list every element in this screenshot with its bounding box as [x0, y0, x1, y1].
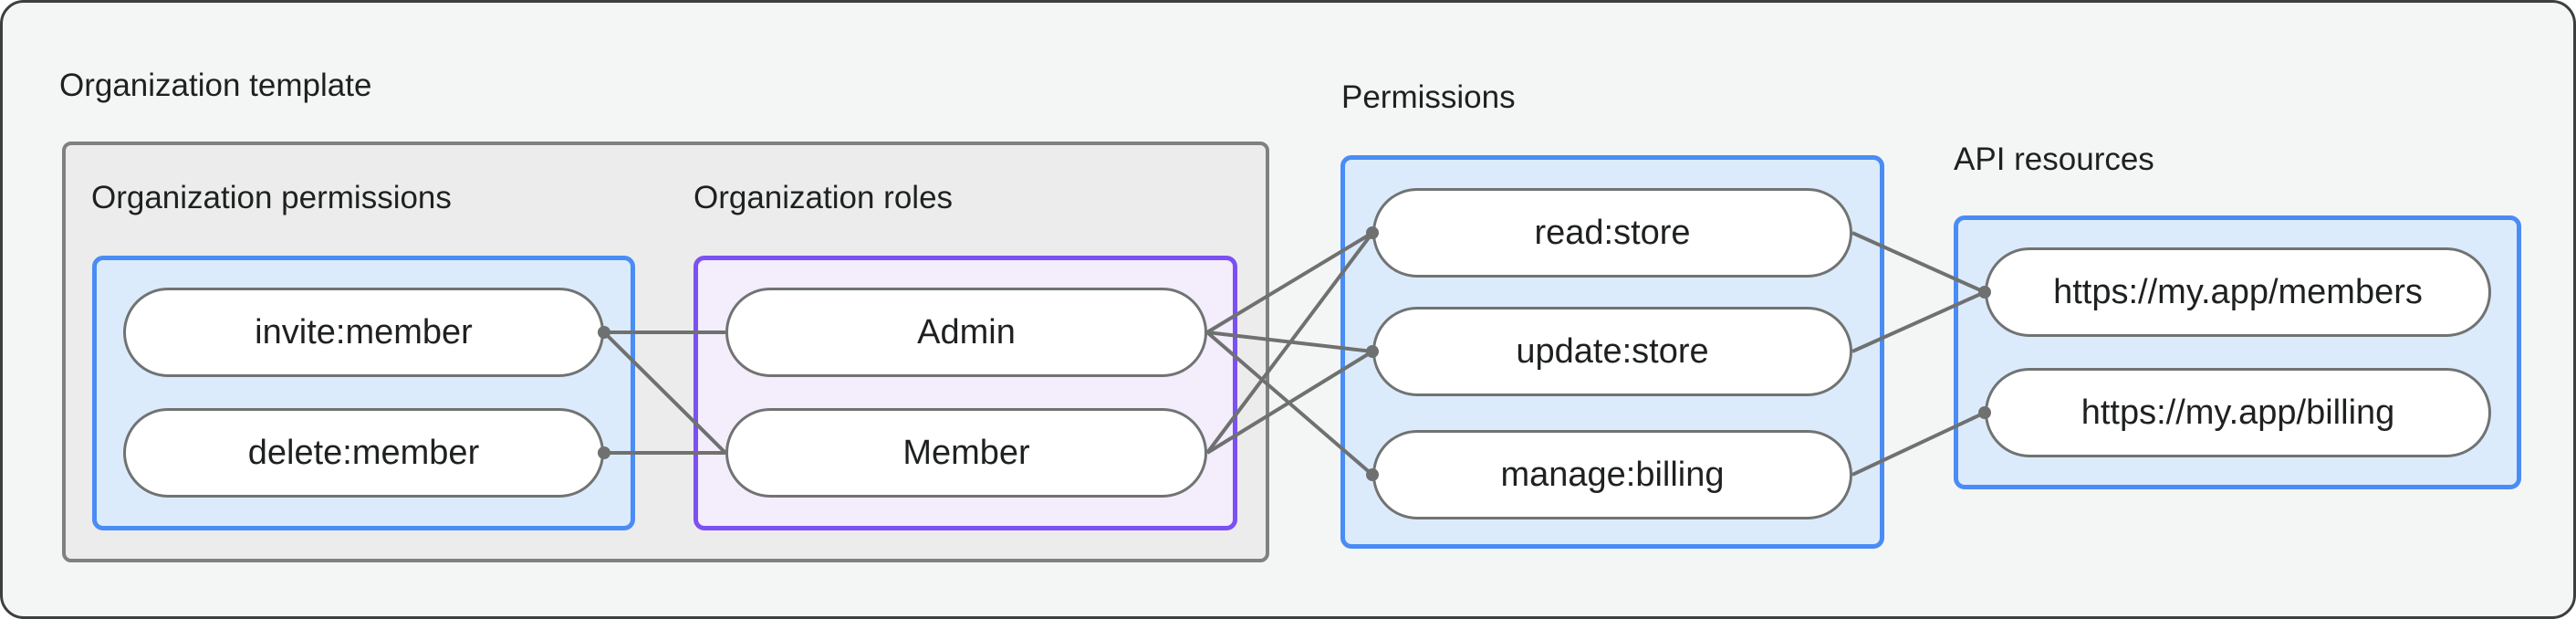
- permissions-label: Permissions: [1341, 79, 1516, 115]
- node-admin: Admin: [725, 288, 1207, 377]
- node-billing-resource: https://my.app/billing: [1985, 368, 2491, 457]
- org-permissions-box: invite:member delete:member: [92, 256, 635, 530]
- permissions-box: read:store update:store manage:billing: [1340, 155, 1884, 549]
- org-template-label: Organization template: [59, 68, 372, 103]
- node-delete-member: delete:member: [123, 408, 604, 498]
- node-manage-billing: manage:billing: [1372, 430, 1852, 519]
- node-member: Member: [725, 408, 1207, 498]
- node-update-store: update:store: [1372, 307, 1852, 396]
- org-roles-box: Admin Member: [694, 256, 1237, 530]
- node-invite-member: invite:member: [123, 288, 604, 377]
- api-resources-box: https://my.app/members https://my.app/bi…: [1954, 215, 2521, 489]
- node-members-resource: https://my.app/members: [1985, 247, 2491, 337]
- node-read-store: read:store: [1372, 188, 1852, 278]
- api-resources-label: API resources: [1954, 142, 2154, 177]
- org-permissions-label: Organization permissions: [91, 180, 452, 215]
- org-roles-label: Organization roles: [694, 180, 954, 215]
